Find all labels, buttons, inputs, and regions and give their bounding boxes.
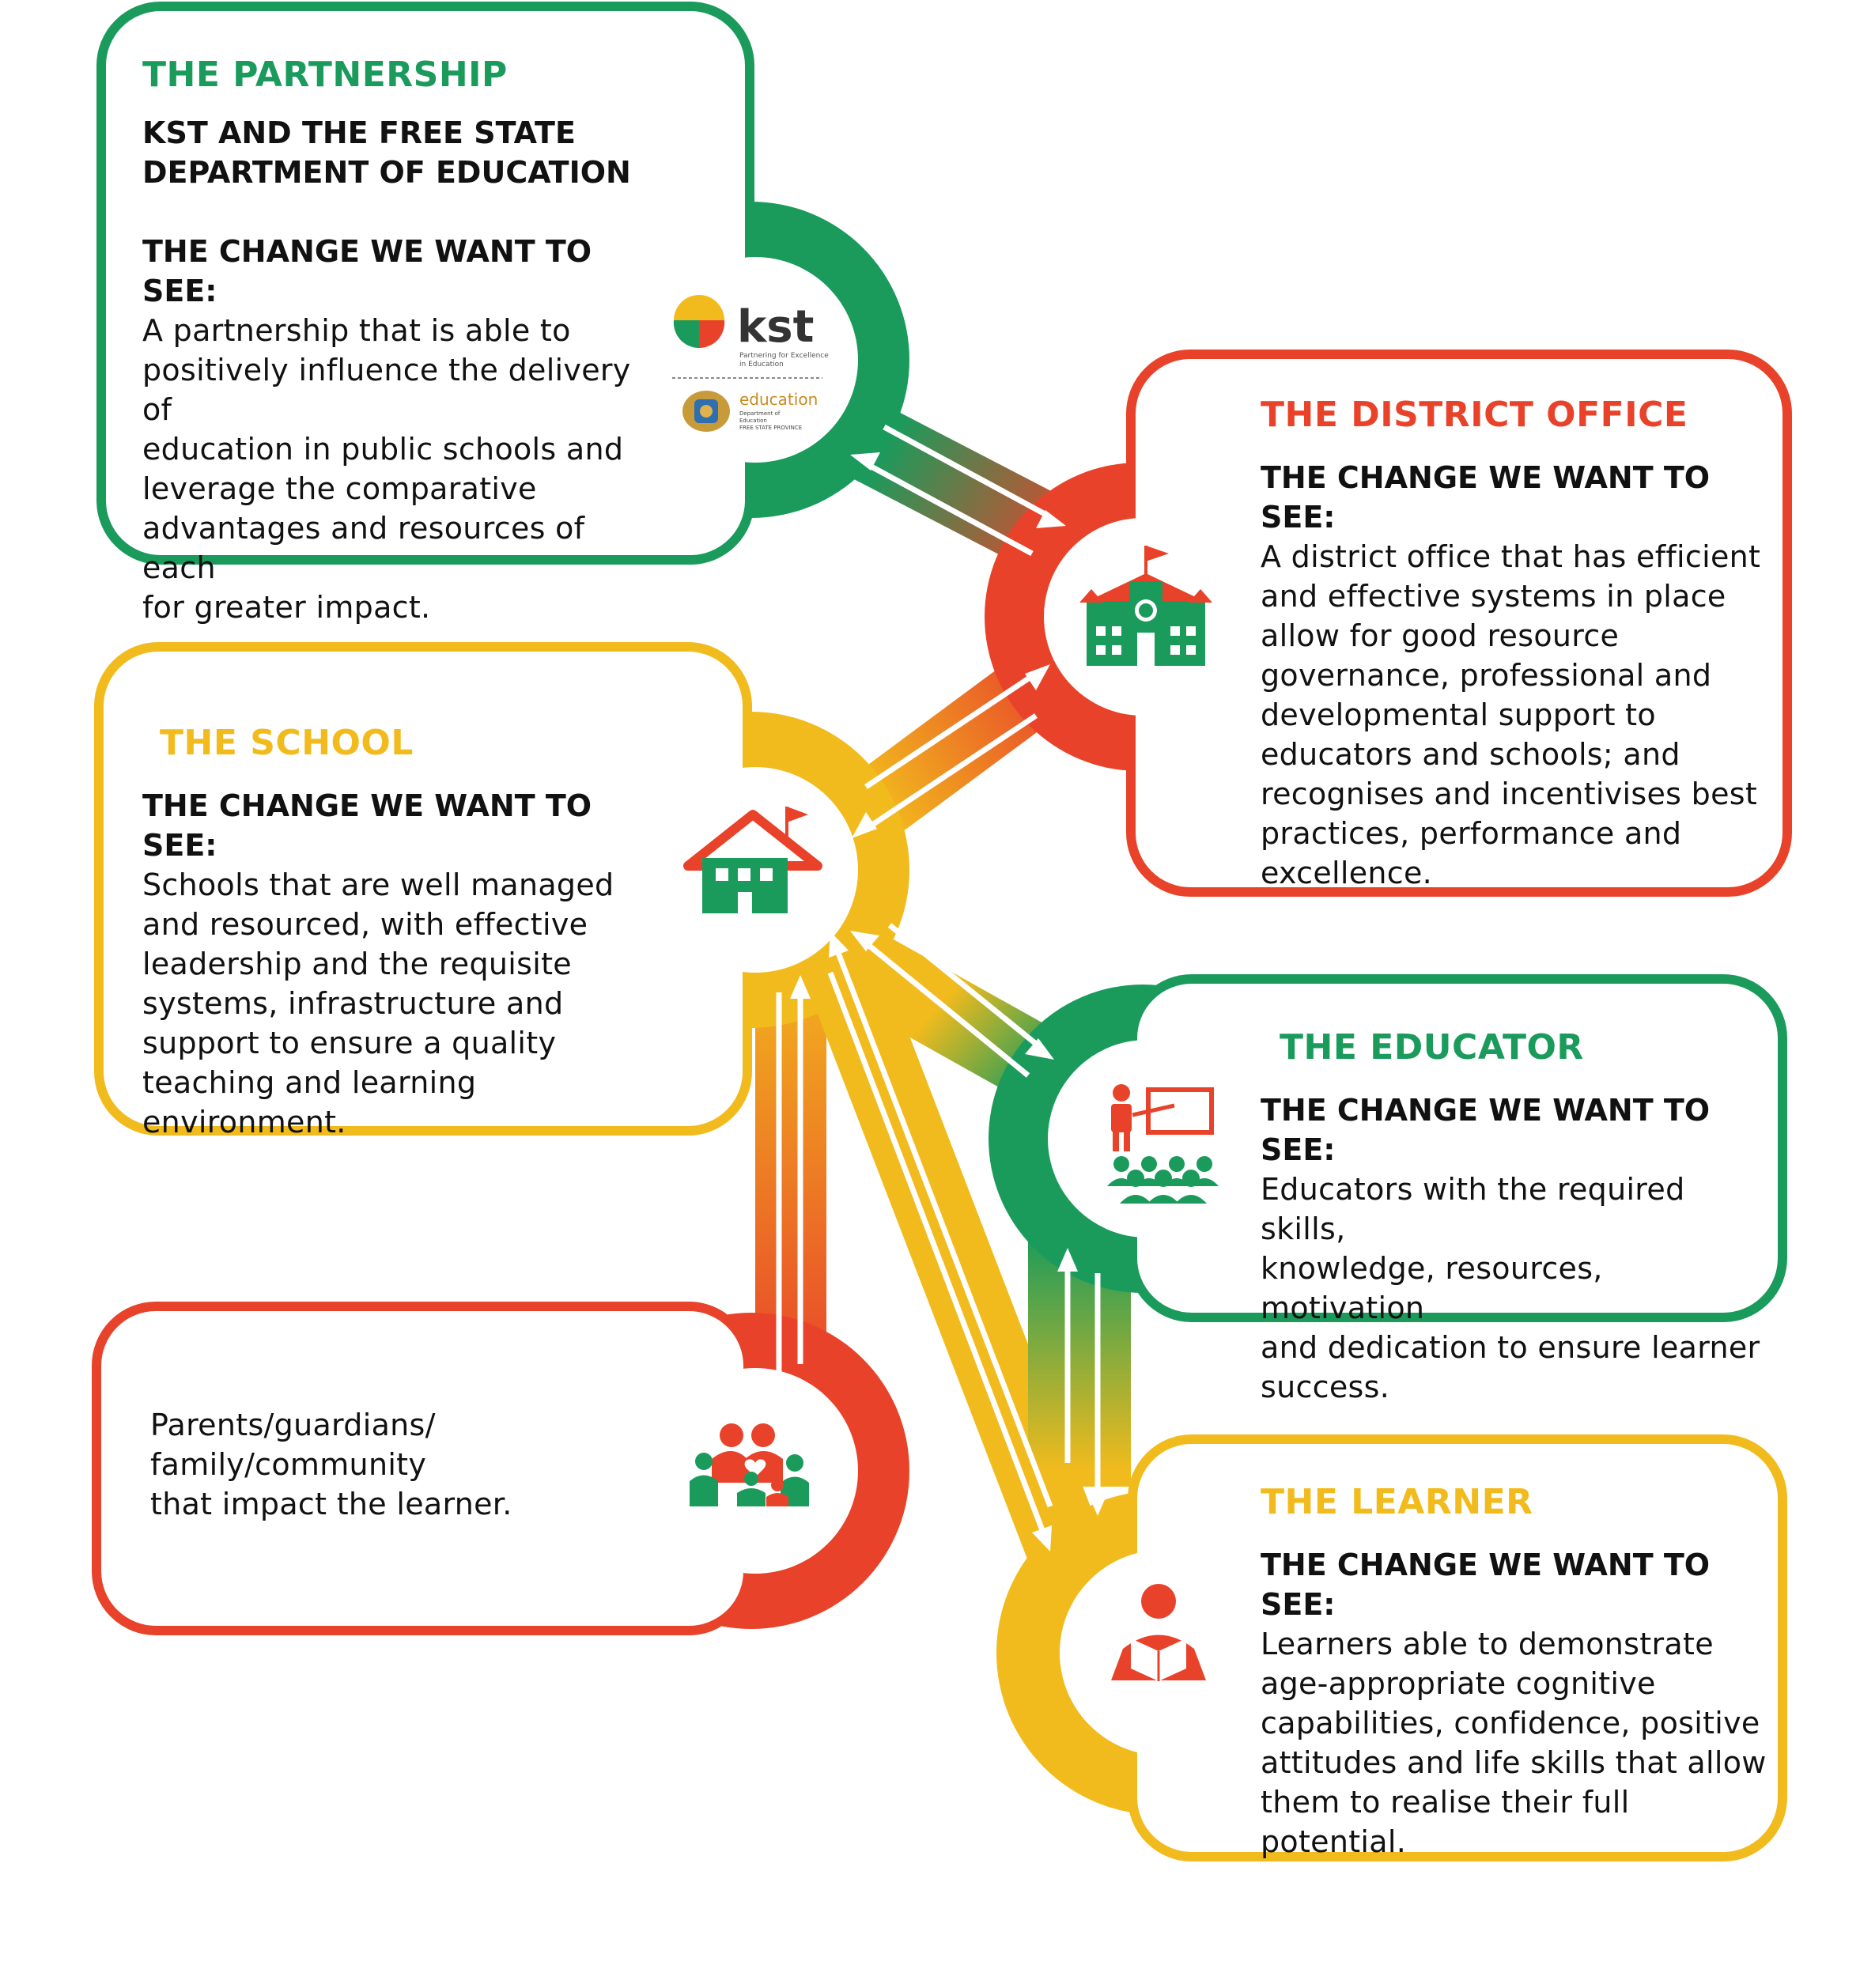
community-panel: Parents/guardians/ family/community that… — [150, 1405, 641, 1524]
learner-line: Learners able to demonstrate — [1261, 1626, 1714, 1661]
school-building-icon — [1079, 546, 1212, 666]
education-logo-sub-2: Education — [739, 418, 767, 424]
kst-tagline: Partnering for Excellence — [739, 352, 829, 360]
partnership-subtitle-2: DEPARTMENT OF EDUCATION — [142, 154, 631, 190]
education-logo-sub-1: Department of — [739, 410, 781, 417]
district-line: governance, professional and — [1261, 657, 1712, 693]
community-line: that impact the learner. — [150, 1487, 512, 1521]
partnership-line: A partnership that is able to — [142, 312, 571, 348]
kst-tagline-2: in Education — [739, 361, 784, 368]
school-line: and resourced, with effective — [142, 906, 588, 942]
school-line: environment. — [142, 1104, 346, 1140]
district-line: recognises and incentivises best — [1261, 776, 1758, 811]
free-state-coat-of-arms-icon — [682, 391, 730, 432]
learner-panel: THE LEARNER THE CHANGE WE WANT TO SEE: L… — [1261, 1482, 1775, 1861]
school-change-heading: THE CHANGE WE WANT TO SEE: — [142, 788, 592, 863]
band-school-community — [755, 965, 826, 1400]
partnership-logos: kst Partnering for Excellence in Educati… — [672, 295, 829, 432]
learner-line: attitudes and life skills that allow — [1261, 1744, 1767, 1780]
educator-change-heading: THE CHANGE WE WANT TO SEE: — [1261, 1092, 1711, 1167]
district-line: educators and schools; and — [1261, 736, 1680, 772]
district-change-heading: THE CHANGE WE WANT TO SEE: — [1261, 459, 1711, 535]
band-educator-learner — [1028, 1234, 1131, 1487]
partnership-line: for greater impact. — [142, 589, 431, 625]
education-logo-text: education — [739, 390, 818, 409]
education-logo-sub-3: FREE STATE PROVINCE — [739, 425, 802, 431]
district-line: excellence. — [1261, 855, 1433, 890]
reading-learner-icon — [1111, 1584, 1206, 1681]
district-line: practices, performance and — [1261, 815, 1682, 851]
partnership-line: education in public schools and — [142, 431, 624, 467]
teacher-icon — [1107, 1084, 1219, 1204]
partnership-subtitle-1: KST AND THE FREE STATE — [142, 115, 576, 150]
school-line: Schools that are well managed — [142, 867, 614, 902]
community-line: Parents/guardians/ — [150, 1408, 436, 1442]
learner-line: them to realise their full — [1261, 1784, 1630, 1820]
panel-boxes — [92, 2, 1792, 1861]
district-panel: THE DISTRICT OFFICE THE CHANGE WE WANT T… — [1261, 395, 1767, 893]
school-line: teaching and learning — [142, 1064, 477, 1100]
educator-line: success. — [1261, 1369, 1390, 1404]
school-panel: THE SCHOOL THE CHANGE WE WANT TO SEE: Sc… — [142, 723, 633, 1142]
educator-title: THE EDUCATOR — [1280, 1027, 1584, 1068]
district-line: and effective systems in place — [1261, 578, 1726, 614]
educator-line: Educators with the required skills, — [1261, 1171, 1685, 1246]
learner-title: THE LEARNER — [1261, 1482, 1533, 1522]
school-title: THE SCHOOL — [160, 723, 414, 763]
district-title: THE DISTRICT OFFICE — [1261, 395, 1688, 435]
kst-logo-text: kst — [737, 301, 814, 353]
learner-line: capabilities, confidence, positive — [1261, 1705, 1760, 1740]
learner-line: potential. — [1261, 1824, 1407, 1859]
partnership-title: THE PARTNERSHIP — [142, 55, 508, 95]
learner-line: age-appropriate cognitive — [1261, 1665, 1656, 1701]
house-icon — [683, 807, 822, 913]
educator-line: knowledge, resources, motivation — [1261, 1250, 1603, 1325]
connector-arrows — [769, 424, 1108, 1551]
partnership-line: positively influence the delivery of — [142, 352, 631, 427]
kst-logo-icon — [673, 295, 725, 349]
school-line: leadership and the requisite — [142, 946, 572, 981]
educator-panel: THE EDUCATOR THE CHANGE WE WANT TO SEE: … — [1261, 1027, 1775, 1407]
partnership-line: advantages and resources of each — [142, 510, 585, 585]
school-line: systems, infrastructure and — [142, 985, 564, 1021]
district-line: allow for good resource — [1261, 618, 1620, 653]
partnership-panel: THE PARTNERSHIP KST AND THE FREE STATE D… — [142, 55, 648, 627]
school-line: support to ensure a quality — [142, 1025, 557, 1060]
district-line: developmental support to — [1261, 697, 1656, 732]
family-icon — [690, 1423, 809, 1506]
community-line: family/community — [150, 1447, 427, 1482]
partnership-change-heading: THE CHANGE WE WANT TO SEE: — [142, 233, 592, 308]
educator-line: and dedication to ensure learner — [1261, 1329, 1760, 1365]
district-line: A district office that has efficient — [1261, 539, 1761, 574]
learner-change-heading: THE CHANGE WE WANT TO SEE: — [1261, 1547, 1711, 1622]
partnership-line: leverage the comparative — [142, 471, 537, 506]
